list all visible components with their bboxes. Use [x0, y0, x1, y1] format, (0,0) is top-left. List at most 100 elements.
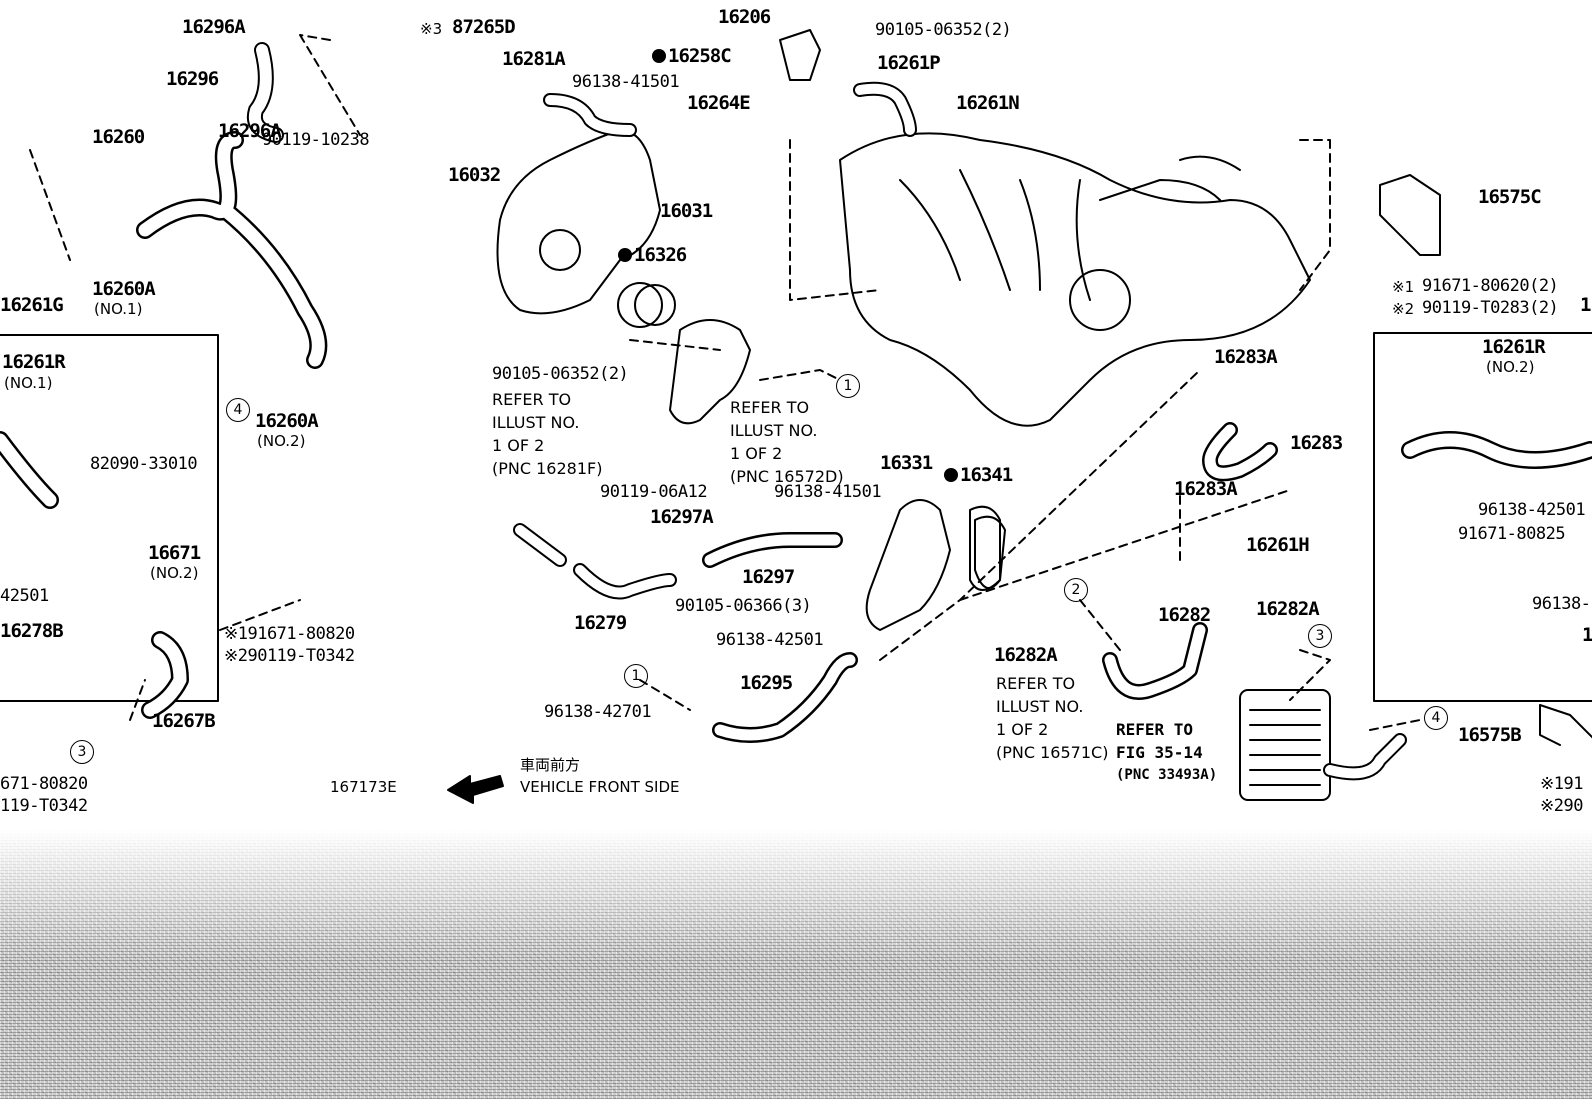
refer-16571C: REFER TO ILLUST NO. 1 OF 2 (PNC 16571C) [996, 672, 1108, 764]
ref-line: (PNC 33493A) [1116, 767, 1218, 783]
vehicle-front-jp: 車両前方 [520, 756, 581, 774]
vehicle-front-en: VEHICLE FRONT SIDE [520, 778, 680, 796]
callout-4: 4 [226, 398, 250, 422]
callout-1: 1 [624, 664, 648, 688]
callout-3: 3 [1308, 624, 1332, 648]
ref-line: ILLUST NO. [730, 421, 818, 440]
part-90119-10238: 90119-10238 [262, 130, 370, 150]
ref-line: ILLUST NO. [996, 697, 1084, 716]
part-16279: 16279 [574, 612, 627, 634]
part-cut-1-b: 1 [1582, 624, 1592, 646]
scan-noise-area [0, 830, 1592, 1099]
part-16296A-b: 16296A [218, 120, 282, 142]
part-96138-42501-right: 96138-42501 [1478, 500, 1586, 520]
note-91671-80820: ※191671-80820 [224, 624, 355, 644]
ref-line: (PNC 16281F) [492, 459, 603, 478]
part-16267B: 16267B [152, 710, 216, 732]
refer-16572D: REFER TO ILLUST NO. 1 OF 2 (PNC 16572D) [730, 396, 844, 488]
part-16281A: 16281A [502, 48, 566, 70]
part-90105-06366: 90105-06366(3) [675, 596, 812, 616]
note-mark-290: ※290 [1540, 796, 1583, 816]
part-16671: 16671 [148, 542, 201, 564]
part-16260A-no2: 16260A [255, 410, 319, 432]
part-16283: 16283 [1290, 432, 1343, 454]
note-90119-T0342: ※290119-T0342 [224, 646, 355, 666]
ref-line: REFER TO [996, 674, 1076, 693]
part-16264E: 16264E [687, 92, 751, 114]
part-16296A: 16296A [182, 16, 246, 38]
part-16575C: 16575C [1478, 186, 1542, 208]
ref-line: 1 OF 2 [492, 436, 545, 455]
note-mark-2: ※2 [1392, 300, 1415, 318]
part-16282A-left: 16282A [994, 644, 1058, 666]
part-16297: 16297 [742, 566, 795, 588]
part-cut-1: 1 [1580, 294, 1591, 316]
part-16283A-b: 16283A [1174, 478, 1238, 500]
part-96138-41501-mid: 96138-41501 [774, 482, 882, 502]
callout-4: 4 [1424, 706, 1448, 730]
part-16326: 16326 [618, 244, 687, 266]
part-16282A-right: 16282A [1256, 598, 1320, 620]
refer-fig-35-14: REFER TO FIG 35-14 (PNC 33493A) [1116, 718, 1217, 787]
parts-diagram: 16296A 16296 16260 16296A 90119-10238 16… [0, 6, 1592, 816]
new-part-dot-icon [652, 49, 666, 63]
refer-16281F: REFER TO ILLUST NO. 1 OF 2 (PNC 16281F) [492, 388, 602, 480]
part-16260A-no1: 16260A [92, 278, 156, 300]
part-16261H: 16261H [1246, 534, 1310, 556]
part-16296: 16296 [166, 68, 219, 90]
part-90119-06A12: 90119-06A12 [600, 482, 708, 502]
ref-line: REFER TO [730, 398, 810, 417]
ref-line: (PNC 16572D) [730, 467, 844, 486]
part-16331: 16331 [880, 452, 933, 474]
ref-line: REFER TO [1116, 720, 1194, 739]
part-96138-41501-top: 96138-41501 [572, 72, 680, 92]
part-16260: 16260 [92, 126, 145, 148]
part-16261R-left: 16261R [2, 351, 66, 373]
part-42501: 42501 [0, 586, 49, 606]
part-16341: 16341 [944, 464, 1013, 486]
part-16261N: 16261N [956, 92, 1020, 114]
label-no1-b: (NO.1) [4, 374, 53, 392]
part-16206: 16206 [718, 6, 771, 28]
part-16326-text: 16326 [634, 244, 687, 266]
callout-3: 3 [70, 740, 94, 764]
ref-line: FIG 35-14 [1116, 743, 1203, 762]
label-no2-b: (NO.2) [257, 432, 306, 450]
callout-2: 2 [1064, 578, 1088, 602]
new-part-dot-icon [944, 468, 958, 482]
part-96138-cut: 96138- [1532, 594, 1591, 614]
note-91671-80620: 91671-80620(2) [1422, 276, 1559, 296]
note-90119-T0283: 90119-T0283(2) [1422, 298, 1559, 318]
part-16295: 16295 [740, 672, 793, 694]
part-16341-text: 16341 [960, 464, 1013, 486]
part-16261R-right: 16261R [1482, 336, 1546, 358]
ref-line: 1 OF 2 [996, 720, 1049, 739]
note-mark-1: ※1 [1392, 278, 1415, 296]
illustration-id: 167173E [330, 778, 397, 796]
part-87265D: 87265D [452, 16, 516, 38]
diagram-linework [0, 29, 1592, 804]
part-119-T0342: 119-T0342 [0, 796, 88, 816]
callout-1: 1 [836, 374, 860, 398]
part-16031: 16031 [660, 200, 713, 222]
label-no2: (NO.2) [150, 564, 199, 582]
part-16278B: 16278B [0, 620, 64, 642]
label-no2-right: (NO.2) [1486, 358, 1535, 376]
part-16032: 16032 [448, 164, 501, 186]
part-16261G: 16261G [0, 294, 64, 316]
part-96138-42701: 96138-42701 [544, 702, 652, 722]
part-91671-80825: 91671-80825 [1458, 524, 1566, 544]
ref-line: ILLUST NO. [492, 413, 580, 432]
part-671-80820: 671-80820 [0, 774, 88, 794]
part-16283A-top: 16283A [1214, 346, 1278, 368]
part-16297A: 16297A [650, 506, 714, 528]
note-mark-3: ※3 [420, 20, 443, 38]
new-part-dot-icon [618, 248, 632, 262]
ref-line: (PNC 16571C) [996, 743, 1109, 762]
ref-line: REFER TO [492, 390, 572, 409]
part-90105-06352-mid: 90105-06352(2) [492, 364, 629, 384]
part-16575B: 16575B [1458, 724, 1522, 746]
part-16282: 16282 [1158, 604, 1211, 626]
part-16258C-text: 16258C [668, 45, 732, 67]
label-no1: (NO.1) [94, 300, 143, 318]
